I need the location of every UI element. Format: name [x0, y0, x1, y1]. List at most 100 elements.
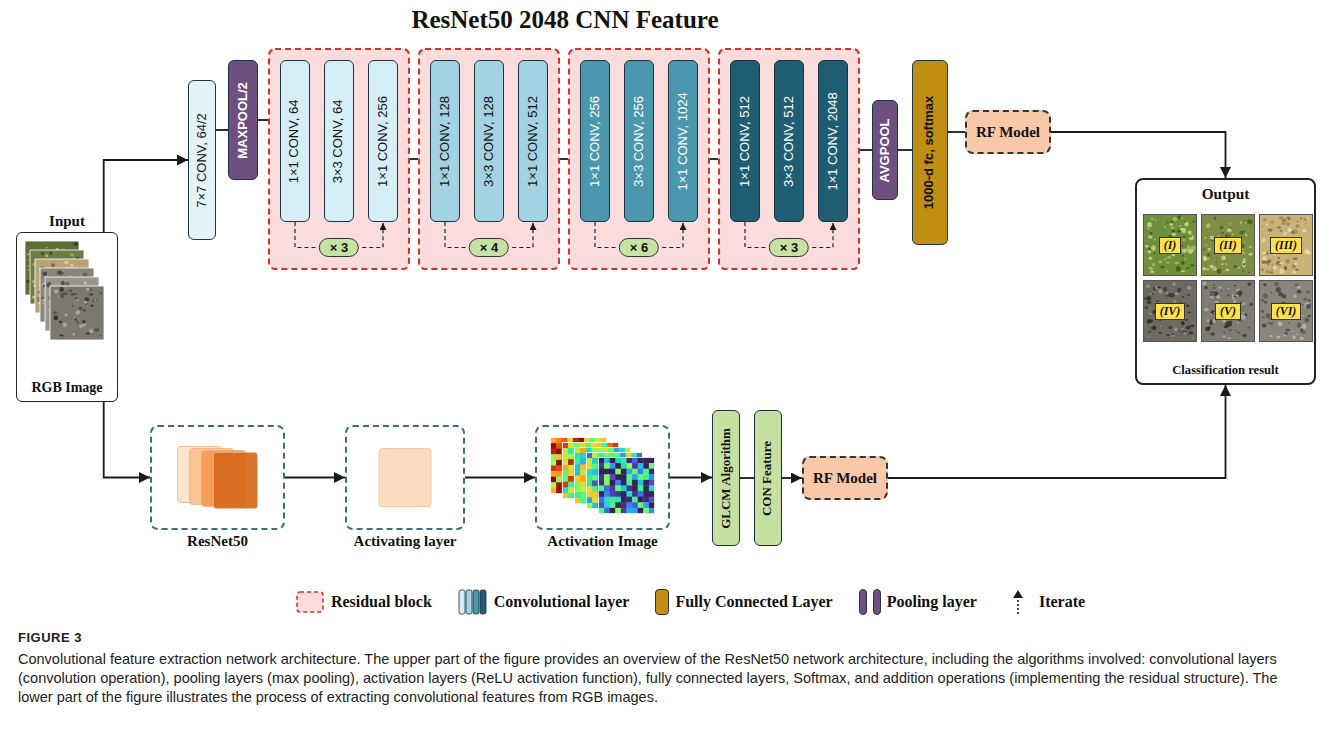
- texture-speck: [1206, 223, 1211, 227]
- heatmap-cell: [604, 458, 610, 464]
- texture-speck: [1212, 266, 1217, 271]
- texture-speck: [1306, 319, 1309, 321]
- heatmap-cell: [649, 491, 655, 497]
- heatmap-edge: [575, 448, 631, 504]
- layer-label: 1×1 CONV, 256: [588, 96, 603, 187]
- texture-speck: [1187, 286, 1192, 290]
- heatmap-cell: [610, 469, 616, 475]
- texture-speck: [1204, 237, 1207, 239]
- texture-speck: [1292, 271, 1296, 274]
- heatmap-cell: [604, 497, 610, 503]
- texture-speck: [1172, 253, 1175, 256]
- heatmap-cell: [587, 497, 593, 503]
- texture-speck: [1262, 264, 1264, 265]
- texture-speck: [1148, 331, 1151, 333]
- texture-speck: [1270, 322, 1274, 325]
- texture-speck: [1189, 331, 1193, 334]
- residual-block: × 31×1 CONV, 5123×3 CONV, 5121×1 CONV, 2…: [718, 48, 860, 270]
- texture-speck: [63, 322, 67, 327]
- texture-speck: [1178, 330, 1180, 331]
- heatmap-cell: [643, 463, 649, 469]
- heatmap-cell: [568, 493, 574, 499]
- texture-speck: [1248, 219, 1253, 224]
- texture-speck: [1227, 228, 1232, 232]
- class-tile: (VI): [1259, 280, 1313, 342]
- layer-label: GLCM Algorithm: [719, 428, 734, 529]
- legend-item: Residual block: [295, 588, 432, 616]
- iteration-bracket: [362, 223, 383, 248]
- heatmap-cell: [610, 497, 616, 503]
- texture-speck: [1237, 319, 1242, 321]
- texture-speck: [1174, 327, 1178, 331]
- texture-speck: [1154, 219, 1157, 221]
- class-label: (V): [1215, 303, 1241, 320]
- layer-label: 3×3 CONV, 64: [332, 99, 347, 183]
- texture-speck: [1190, 264, 1195, 266]
- heatmap-cell: [615, 502, 621, 508]
- texture-speck: [64, 261, 69, 265]
- heatmap-cell: [643, 474, 649, 480]
- texture-speck: [100, 335, 102, 336]
- rf-model-box: RF Model: [802, 456, 888, 500]
- activation-heatmap: [599, 458, 655, 514]
- heatmap-cell: [610, 491, 616, 497]
- heatmap-cell: [627, 486, 633, 492]
- connector: [782, 477, 802, 479]
- texture-speck: [1204, 308, 1209, 312]
- iteration-bracket: [595, 222, 616, 248]
- texture-speck: [1262, 251, 1267, 254]
- conv-layer: 3×3 CONV, 64: [324, 60, 354, 222]
- heatmap-cell: [649, 497, 655, 503]
- heatmap-cell: [587, 503, 593, 509]
- texture-speck: [1189, 235, 1194, 240]
- texture-speck: [1243, 263, 1245, 265]
- heatmap-cell: [568, 443, 574, 449]
- heatmap-cell: [592, 453, 598, 459]
- texture-speck: [1210, 333, 1212, 334]
- texture-speck: [27, 259, 29, 261]
- heatmap-cell: [615, 480, 621, 486]
- texture-speck: [71, 293, 75, 296]
- heatmap-cell: [604, 508, 610, 514]
- texture-speck: [1292, 331, 1294, 333]
- heatmap-cell: [575, 470, 581, 476]
- texture-speck: [1267, 244, 1269, 245]
- heatmap-cell: [638, 491, 644, 497]
- layer-label: CON Feature: [761, 440, 776, 515]
- connector: [948, 131, 965, 133]
- texture-speck: [1248, 327, 1250, 329]
- heatmap-cell: [638, 463, 644, 469]
- texture-speck: [1266, 223, 1268, 225]
- texture-speck: [1147, 227, 1149, 230]
- heatmap-cell: [556, 477, 562, 483]
- texture-speck: [1302, 331, 1306, 334]
- texture-speck: [1213, 284, 1215, 286]
- texture-speck: [1279, 216, 1284, 219]
- texture-speck: [84, 301, 88, 304]
- heatmap-cell: [610, 480, 616, 486]
- layer-label: MAXPOOL/2: [236, 82, 251, 159]
- panel-caption: Classification result: [1137, 363, 1314, 378]
- heatmap-cell: [592, 458, 598, 464]
- texture-speck: [1233, 296, 1236, 298]
- texture-speck: [1237, 321, 1239, 323]
- texture-speck: [1176, 266, 1181, 272]
- heatmap-cell: [563, 443, 569, 449]
- conv-layer: 1×1 CONV, 512: [518, 60, 548, 222]
- heatmap-cell: [627, 491, 633, 497]
- heatmap-cell: [649, 508, 655, 514]
- heatmap-cell: [643, 497, 649, 503]
- texture-speck: [1186, 304, 1189, 307]
- heatmap-cell: [592, 492, 598, 498]
- heatmap-cell: [563, 476, 569, 482]
- heatmap-cell: [599, 497, 605, 503]
- connector: [710, 158, 718, 160]
- conv-layer: 3×3 CONV, 128: [474, 60, 504, 222]
- heatmap-cell: [632, 491, 638, 497]
- heatmap-cell: [604, 491, 610, 497]
- texture-speck: [1179, 225, 1182, 227]
- legend: Residual blockConvolutional layerFully C…: [240, 588, 1140, 616]
- heatmap-cell: [621, 486, 627, 492]
- texture-speck: [82, 320, 86, 323]
- texture-speck: [1305, 223, 1307, 225]
